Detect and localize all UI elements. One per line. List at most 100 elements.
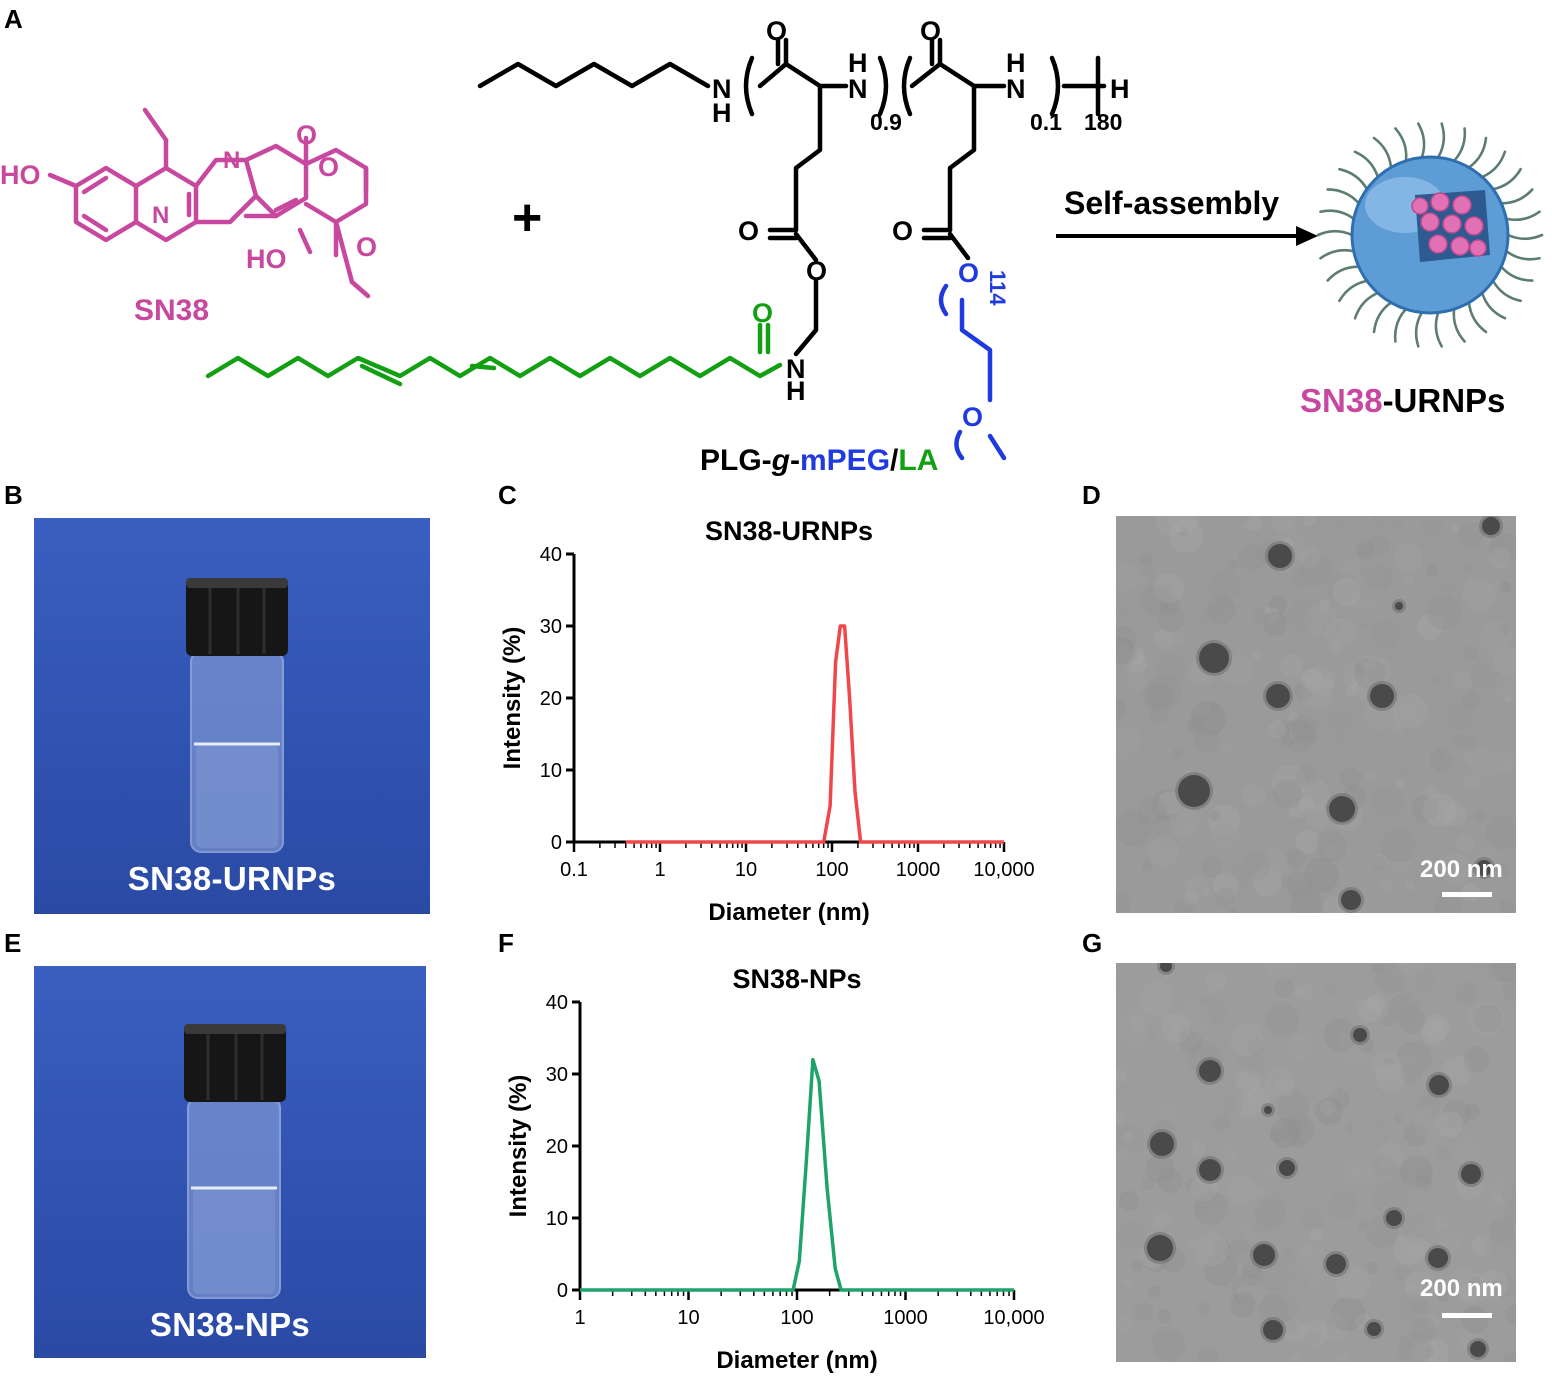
vial-photo-nps: SN38-NPs xyxy=(34,966,426,1358)
chart-title: SN38-NPs xyxy=(732,964,861,994)
tem-image-nps: 200 nm xyxy=(1116,963,1516,1362)
tem-texture xyxy=(1488,634,1509,656)
y-tick-label: 0 xyxy=(551,832,562,854)
tem-texture xyxy=(1394,1264,1411,1281)
mpeg-chain xyxy=(938,283,1007,461)
tem-texture xyxy=(1205,970,1227,992)
tem-texture xyxy=(1116,730,1133,761)
tem-texture xyxy=(1492,750,1514,772)
tem-texture xyxy=(1362,656,1392,686)
peg-strand xyxy=(1499,188,1534,205)
polymer-backbone xyxy=(477,37,1107,357)
tem-texture xyxy=(1242,713,1253,724)
tem-particle xyxy=(1429,1075,1449,1095)
tem-texture xyxy=(1411,794,1439,823)
x-axis-label: Diameter (nm) xyxy=(708,899,869,926)
tem-texture xyxy=(1160,594,1181,616)
tem-texture xyxy=(1401,1063,1423,1085)
tem-texture xyxy=(1262,606,1280,624)
tem-texture xyxy=(1252,867,1282,897)
tem-texture xyxy=(1271,516,1296,533)
tem-texture xyxy=(1380,878,1394,892)
tem-texture xyxy=(1155,640,1167,652)
sn38-o-carbonyl: O xyxy=(296,120,317,150)
tem-texture xyxy=(1116,1123,1145,1155)
tem-texture xyxy=(1243,1219,1266,1243)
tem-texture xyxy=(1157,1167,1183,1194)
x-tick-label: 100 xyxy=(815,859,848,881)
peg-strand xyxy=(1319,209,1355,221)
tem-texture xyxy=(1123,1131,1135,1143)
tem-texture xyxy=(1290,888,1324,913)
tem-texture xyxy=(1209,820,1241,851)
tem-texture xyxy=(1345,685,1356,697)
tem-texture xyxy=(1272,1175,1301,1205)
tem-particle xyxy=(1353,1028,1367,1042)
tem-texture xyxy=(1396,1040,1432,1077)
tem-texture xyxy=(1469,746,1500,777)
sn38-atoms: HO N N O O O HO xyxy=(0,120,377,274)
tem-texture xyxy=(1294,681,1313,701)
tem-texture xyxy=(1405,881,1414,891)
tem-texture xyxy=(1481,633,1510,661)
peg-strand xyxy=(1393,307,1408,343)
tem-texture xyxy=(1400,1155,1433,1189)
tem-texture xyxy=(1339,1033,1353,1048)
tem-texture xyxy=(1402,1213,1434,1245)
tem-texture xyxy=(1170,1304,1197,1331)
tem-texture xyxy=(1352,1168,1363,1180)
tem-texture xyxy=(1184,875,1209,901)
tem-texture xyxy=(1151,789,1183,822)
tem-texture xyxy=(1436,1146,1451,1162)
tem-texture xyxy=(1468,736,1479,747)
tem-texture xyxy=(1116,1148,1129,1161)
tem-texture xyxy=(1155,583,1172,600)
tem-texture xyxy=(1391,1176,1425,1210)
tem-texture xyxy=(1300,605,1320,626)
tem-texture xyxy=(1382,1057,1394,1069)
tem-texture xyxy=(1504,695,1513,704)
tem-texture xyxy=(1121,666,1149,694)
tem-texture xyxy=(1157,791,1182,816)
tem-texture xyxy=(1268,595,1288,615)
tem-texture xyxy=(1174,1288,1191,1306)
polymer-name: PLG-g-mPEG/LA xyxy=(700,444,938,477)
tem-texture xyxy=(1288,711,1299,723)
tem-texture xyxy=(1257,1294,1289,1325)
tem-texture xyxy=(1287,600,1317,631)
vial-nps xyxy=(184,1024,286,1299)
tem-texture xyxy=(1492,1273,1516,1298)
tem-texture xyxy=(1321,618,1340,636)
tem-texture xyxy=(1365,1223,1377,1235)
tem-texture xyxy=(1304,665,1336,696)
tem-texture xyxy=(1353,657,1386,690)
tem-texture xyxy=(1406,1338,1417,1350)
tem-texture xyxy=(1391,1167,1409,1185)
tem-texture xyxy=(1374,963,1406,995)
x-tick-label: 0.1 xyxy=(560,859,588,881)
tem-texture xyxy=(1420,1339,1450,1362)
tem-texture xyxy=(1401,1064,1428,1091)
tem-texture xyxy=(1463,773,1482,792)
tem-texture xyxy=(1268,720,1287,739)
tem-texture xyxy=(1304,604,1338,637)
tem-texture xyxy=(1194,1191,1229,1226)
tem-texture xyxy=(1401,704,1417,719)
tem-texture xyxy=(1138,574,1150,586)
tem-texture xyxy=(1154,629,1174,650)
tem-texture xyxy=(1268,1061,1300,1093)
tem-texture xyxy=(1477,1269,1508,1300)
peg-strand xyxy=(1353,291,1380,320)
tem-texture xyxy=(1377,1131,1388,1143)
tem-particle xyxy=(1150,1132,1174,1156)
tem-texture xyxy=(1222,1096,1243,1116)
tem-texture xyxy=(1372,854,1388,869)
peg-strand xyxy=(1338,279,1369,303)
tem-particle xyxy=(1199,1060,1221,1082)
tem-texture xyxy=(1247,516,1263,531)
tem-texture xyxy=(1392,853,1411,872)
tem-texture xyxy=(1230,1292,1256,1318)
tem-texture xyxy=(1272,1186,1283,1198)
tem-texture xyxy=(1169,518,1204,553)
tem-texture xyxy=(1292,600,1307,615)
